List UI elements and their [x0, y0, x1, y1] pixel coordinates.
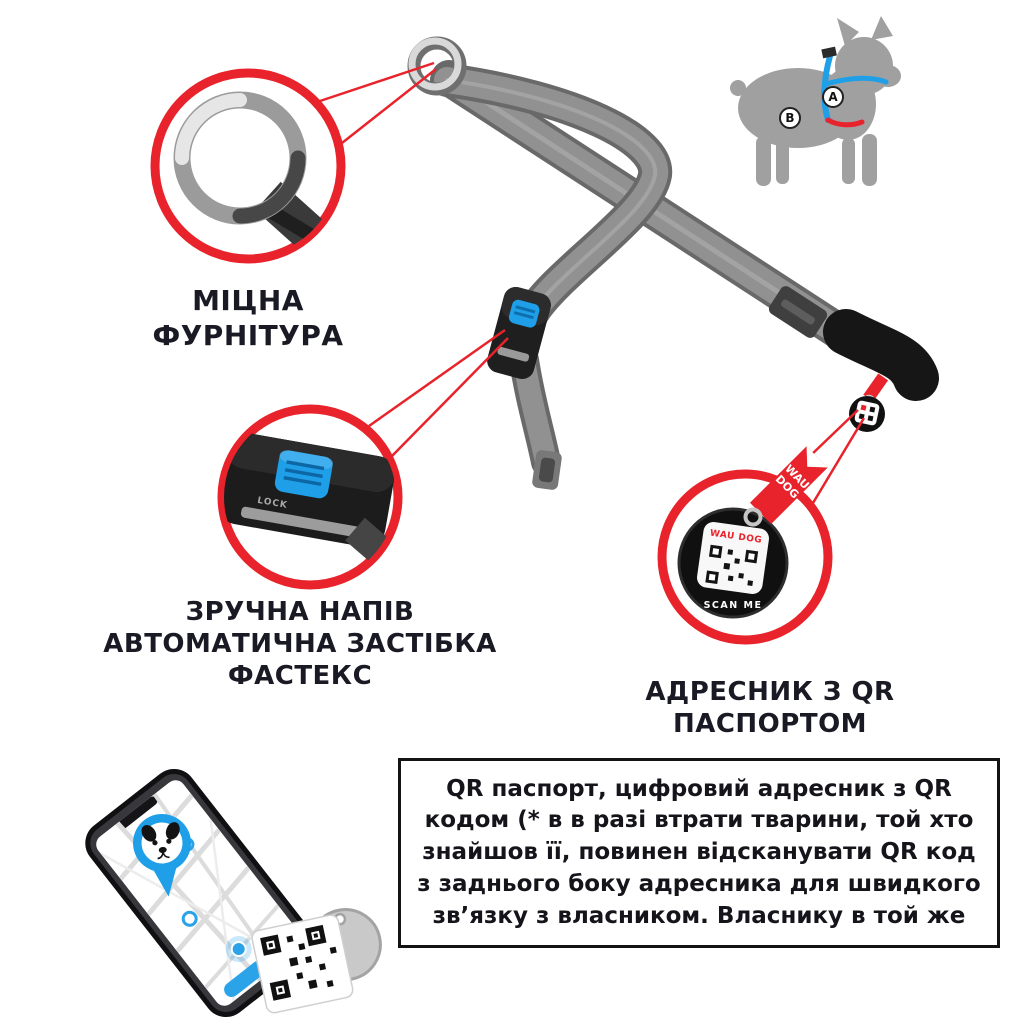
size-diagram-harness-straps — [821, 46, 889, 128]
waudog-ribbon: WAU DOG — [749, 446, 828, 525]
connector-ring — [341, 68, 437, 144]
map-dot — [230, 941, 247, 958]
qr-tag-label-line: АДРЕСНИК З QR — [645, 677, 895, 707]
buckle-callout: LOCK — [217, 404, 403, 590]
marker-b: B — [779, 107, 801, 129]
dog-face-icon — [141, 822, 180, 860]
hardware-callout — [150, 68, 346, 264]
connector-buckle — [368, 328, 506, 428]
strap-black-end — [823, 309, 939, 401]
callout-connectors — [319, 61, 866, 504]
buckle-label-line: АВТОМАТИЧНА ЗАСТІБКА — [103, 629, 497, 660]
description-line: кодом (* в в разі втрати тварини, той хт… — [424, 807, 974, 834]
phone-notch — [117, 796, 158, 830]
location-pin-icon — [133, 814, 191, 897]
ribbon-ring-icon — [743, 507, 763, 527]
connector-buckle — [391, 337, 509, 457]
qr-tag-zoom: WAU DOG SCAN ME — [677, 507, 789, 619]
qr-code — [260, 924, 337, 1001]
qr-tag-label: АДРЕСНИК З QR ПАСПОРТОМ — [600, 676, 940, 740]
description-line: зв’язку з власником. Власнику в той же — [432, 902, 966, 929]
qr-sticker — [251, 908, 382, 1014]
fastex-buckle-small — [487, 286, 551, 380]
description-box: QR паспорт, цифровий адресник з QR кодом… — [398, 758, 1000, 948]
map-pill — [224, 960, 267, 997]
connector-qr — [811, 417, 866, 504]
buckle-label-line: ЗРУЧНА НАПІВ — [185, 597, 415, 627]
description-line: з заднього боку адресника для швидкого — [417, 870, 981, 897]
svg-text:A: A — [828, 90, 838, 104]
fastex-buckle-zoom: LOCK — [224, 432, 396, 583]
svg-text:B: B — [785, 111, 794, 125]
description-line: знайшов її, повинен відсканувати QR код — [422, 839, 976, 866]
hardware-label-line: МІЦНА — [192, 284, 304, 317]
strap-adjuster — [768, 286, 828, 338]
metal-ring-zoom — [173, 91, 307, 225]
marker-a: A — [822, 86, 844, 108]
buckle-label: ЗРУЧНА НАПІВ АВТОМАТИЧНА ЗАСТІБКА ФАСТЕК… — [100, 596, 500, 693]
qr-tag-small — [849, 373, 889, 432]
connector-ring — [319, 61, 435, 103]
harness-illustration — [407, 36, 939, 490]
svg-text:SCAN ME: SCAN ME — [704, 600, 763, 611]
dog-silhouette — [730, 16, 901, 186]
qr-tag-callout: WAU DOG SCAN ME WAU DOG — [657, 446, 833, 645]
hardware-label: МІЦНА ФУРНІТУРА — [70, 284, 426, 353]
buckle-label-line: ФАСТЕКС — [227, 661, 373, 692]
top-d-ring — [407, 36, 467, 96]
qr-code — [705, 544, 759, 586]
description-line: QR паспорт, цифровий адресник з QR — [446, 775, 952, 802]
qr-tag-label-line: ПАСПОРТОМ — [672, 709, 868, 740]
map-dot — [181, 910, 198, 927]
strap-end-loop — [532, 450, 562, 490]
hardware-label-line: ФУРНІТУРА — [152, 318, 344, 352]
size-diagram: A B — [730, 16, 901, 186]
